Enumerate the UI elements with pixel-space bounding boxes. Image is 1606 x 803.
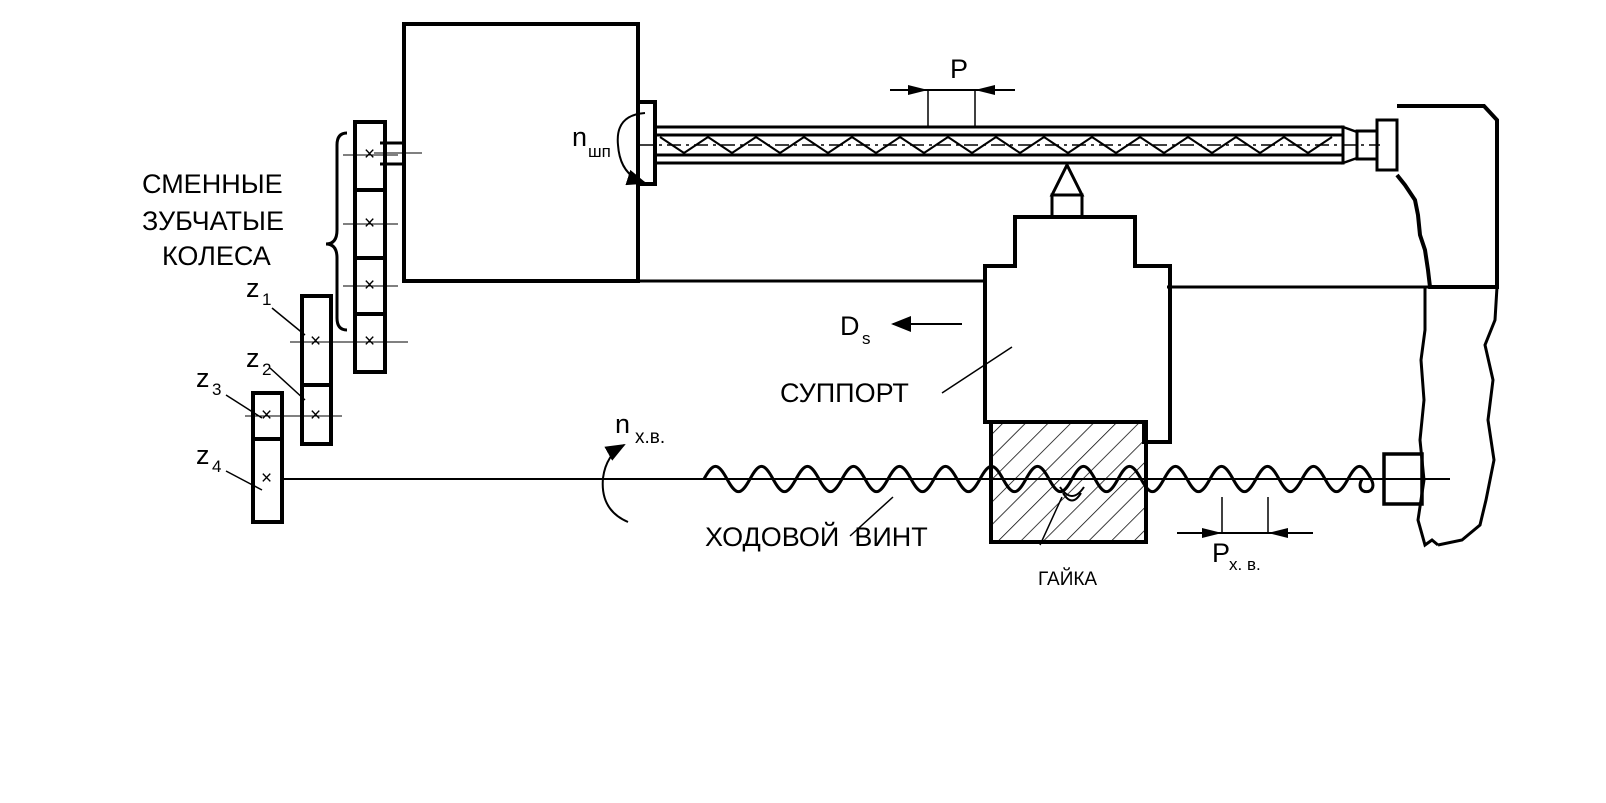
z1-subscript: 1 [262, 290, 271, 309]
spindle-speed-subscript: шп [588, 142, 611, 161]
feed-direction-subscript: s [862, 329, 871, 348]
change-gears-label-line1: СМЕННЫЕ [142, 169, 283, 199]
leadscrew-rotation-arrow [601, 444, 629, 523]
svg-text:×: × [310, 331, 321, 352]
svg-text:×: × [261, 405, 272, 426]
gear-pair-z3-z4: × × [251, 391, 284, 524]
carriage-label: СУППОРТ [780, 378, 909, 408]
leadscrew-leader [849, 496, 894, 537]
change-gears-stack: × × × × [330, 120, 408, 374]
change-gears-label-line3: КОЛЕСА [162, 241, 271, 271]
z4-label: z [196, 440, 210, 470]
z4-leader [225, 470, 263, 491]
leadscrew-speed-label: n [615, 409, 630, 439]
svg-text:×: × [364, 144, 375, 165]
z2-leader [269, 367, 306, 401]
feed-direction-label: D [840, 311, 860, 341]
tailstock-body [1395, 104, 1499, 289]
workpiece-thread [659, 135, 1333, 155]
z3-label: z [196, 363, 210, 393]
spindle-speed-label: n [572, 122, 587, 152]
z2-label: z [246, 343, 260, 373]
leadscrew-label: ХОДОВОЙ ВИНТ [705, 521, 928, 552]
z1-leader [271, 307, 306, 336]
leadscrew-pitch-dimension [1177, 497, 1313, 538]
carriage-body [983, 215, 1172, 444]
change-gears-label-line2: ЗУБЧАТЫЕ [142, 206, 284, 236]
gear-pair-z1-z2: × × [245, 294, 342, 446]
z2-subscript: 2 [262, 360, 271, 379]
z3-subscript: 3 [212, 380, 221, 399]
z1-label: z [246, 273, 260, 303]
svg-text:×: × [364, 275, 375, 296]
cutting-tool [1049, 161, 1085, 219]
gears-brace [325, 131, 348, 332]
z4-subscript: 4 [212, 457, 221, 476]
svg-text:×: × [261, 468, 272, 489]
leadscrew-pitch-label: P [1212, 538, 1230, 568]
leadscrew-pitch-subscript: х. в. [1229, 555, 1261, 574]
svg-text:×: × [364, 213, 375, 234]
tailstock-center [1341, 118, 1399, 172]
svg-text:×: × [310, 405, 321, 426]
z3-leader [225, 394, 263, 419]
carriage-leader [941, 346, 1013, 394]
nut-label: ГАЙКА [1038, 568, 1097, 590]
spindle-rotation-arrow [616, 112, 647, 186]
spindle-stub [374, 141, 422, 166]
leadscrew-speed-subscript: х.в. [635, 427, 665, 448]
pitch-dimension [890, 85, 1015, 127]
nut-block [989, 420, 1148, 546]
workpiece [640, 125, 1380, 165]
svg-text:×: × [364, 331, 375, 352]
pitch-label: P [950, 54, 968, 84]
